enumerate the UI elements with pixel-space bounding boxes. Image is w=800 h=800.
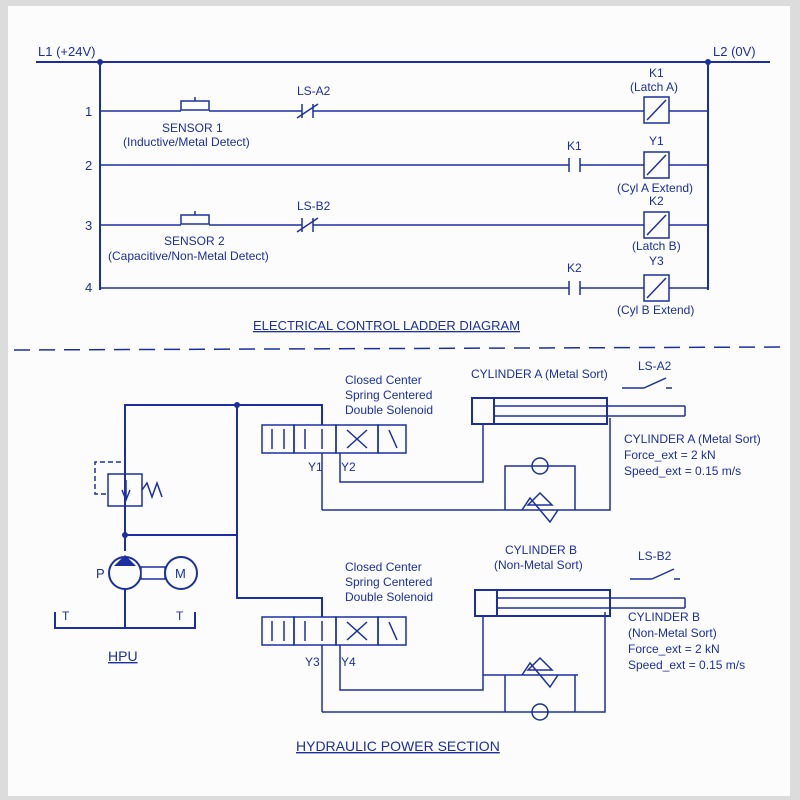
- valve-1-line1: Closed Center: [345, 373, 422, 387]
- valve-2-line3: Double Solenoid: [345, 590, 433, 604]
- valve-2-sol-b: Y4: [341, 655, 356, 669]
- check-valve-a: [531, 457, 549, 475]
- cylinder-a-spec-title: CYLINDER A (Metal Sort): [624, 432, 761, 446]
- cylinder-a-force: Force_ext = 2 kN: [624, 448, 716, 462]
- flow-control-b: [483, 656, 578, 721]
- sensor-1-symbol: [180, 100, 210, 111]
- junction-dot: [234, 402, 240, 408]
- tank-left-label: T: [62, 609, 70, 623]
- ls-b2-label: LS-B2: [297, 199, 331, 213]
- l2-label: L2 (0V): [713, 44, 756, 59]
- coil-k2-desc: (Latch B): [632, 239, 681, 253]
- check-valve-b: [531, 703, 549, 721]
- k2-contact-label: K2: [567, 261, 582, 275]
- directional-valve-1: Y1 Y2 Closed Center Spring Centered Doub…: [261, 373, 611, 511]
- cylinder-a: CYLINDER A (Metal Sort) LS-A2 CYLINDER A…: [471, 359, 761, 478]
- pressure-line: [124, 404, 323, 551]
- valve-2-line2: Spring Centered: [345, 575, 432, 589]
- coil-k1: [643, 96, 670, 124]
- cylinder-b-header1: CYLINDER B: [505, 543, 577, 557]
- cylinder-b-switch: LS-B2: [638, 549, 672, 563]
- valve-2-line1: Closed Center: [345, 560, 422, 574]
- junction-dot: [97, 59, 103, 65]
- ladder-diagram: L1 (+24V) L2 (0V) 1 2 3 4 LS-A2 SENSOR 1…: [36, 44, 770, 333]
- ladder-title: ELECTRICAL CONTROL LADDER DIAGRAM: [253, 318, 520, 333]
- motor-label: M: [175, 566, 186, 581]
- sensor-1-desc: (Inductive/Metal Detect): [123, 135, 250, 149]
- cylinder-b-barrel: [474, 589, 611, 617]
- rung-number: 3: [85, 218, 92, 233]
- rung-number: 4: [85, 280, 92, 295]
- rung-1: LS-A2 SENSOR 1 (Inductive/Metal Detect) …: [100, 66, 708, 149]
- valve-1-sol-b: Y2: [341, 460, 356, 474]
- valve-2-sol-a: Y3: [305, 655, 320, 669]
- cylinder-a-barrel: [471, 397, 608, 425]
- pump-label: P: [96, 566, 105, 581]
- cylinder-a-header: CYLINDER A (Metal Sort): [471, 367, 608, 381]
- coil-y3-name: Y3: [649, 254, 664, 268]
- sensor-2-name: SENSOR 2: [164, 234, 225, 248]
- valve-1-sol-a: Y1: [308, 460, 323, 474]
- ls-b2-switch-symbol: [651, 568, 675, 580]
- l1-label: L1 (+24V): [38, 44, 95, 59]
- valve-1-line3: Double Solenoid: [345, 403, 433, 417]
- cylinder-a-speed: Speed_ext = 0.15 m/s: [624, 464, 741, 478]
- k1-contact-label: K1: [567, 139, 582, 153]
- rung-4: K2 Y3 (Cyl B Extend): [100, 254, 708, 317]
- rung-2: K1 Y1 (Cyl A Extend): [100, 134, 708, 195]
- hydraulic-section: P M T T HPU Y1 Y2 Closed Center: [54, 359, 761, 754]
- sensor-2-desc: (Capacitive/Non-Metal Detect): [108, 249, 269, 263]
- ls-a2-switch-symbol: [643, 377, 667, 389]
- tank: T T HPU: [54, 609, 196, 664]
- coil-y1-desc: (Cyl A Extend): [617, 181, 693, 195]
- relief-valve: [94, 461, 163, 507]
- rung-number: 2: [85, 158, 92, 173]
- cylinder-b-spec-title1: CYLINDER B: [628, 610, 700, 624]
- cylinder-b: CYLINDER B (Non-Metal Sort) LS-B2 CYLIND…: [474, 543, 745, 672]
- coil-k1-desc: (Latch A): [630, 80, 678, 94]
- cylinder-b-speed: Speed_ext = 0.15 m/s: [628, 658, 745, 672]
- cylinder-b-force: Force_ext = 2 kN: [628, 642, 720, 656]
- coil-k2-name: K2: [649, 194, 664, 208]
- coil-y3-desc: (Cyl B Extend): [617, 303, 694, 317]
- hpu-label: HPU: [108, 648, 138, 664]
- directional-valve-2: Y3 Y4 Closed Center Spring Centered Doub…: [261, 560, 606, 713]
- hydraulic-title: HYDRAULIC POWER SECTION: [296, 738, 500, 754]
- cylinder-b-header2: (Non-Metal Sort): [494, 558, 583, 572]
- coil-y1-name: Y1: [649, 134, 664, 148]
- pump-motor: P M: [96, 555, 198, 628]
- coil-k1-name: K1: [649, 66, 664, 80]
- sensor-1-name: SENSOR 1: [162, 121, 223, 135]
- valve-1-line2: Spring Centered: [345, 388, 432, 402]
- rung-number: 1: [85, 104, 92, 119]
- flow-control-a: [504, 457, 576, 524]
- junction-dot: [705, 59, 711, 65]
- sensor-2-symbol: [180, 214, 210, 225]
- rung-3: LS-B2 SENSOR 2 (Capacitive/Non-Metal Det…: [100, 194, 708, 263]
- drawing-sheet: [8, 6, 790, 796]
- cylinder-a-switch: LS-A2: [638, 359, 672, 373]
- motor-symbol: [164, 556, 198, 590]
- section-divider: [13, 346, 783, 351]
- cylinder-b-spec-title2: (Non-Metal Sort): [628, 626, 717, 640]
- ls-a2-label: LS-A2: [297, 84, 331, 98]
- tank-right-label: T: [176, 609, 184, 623]
